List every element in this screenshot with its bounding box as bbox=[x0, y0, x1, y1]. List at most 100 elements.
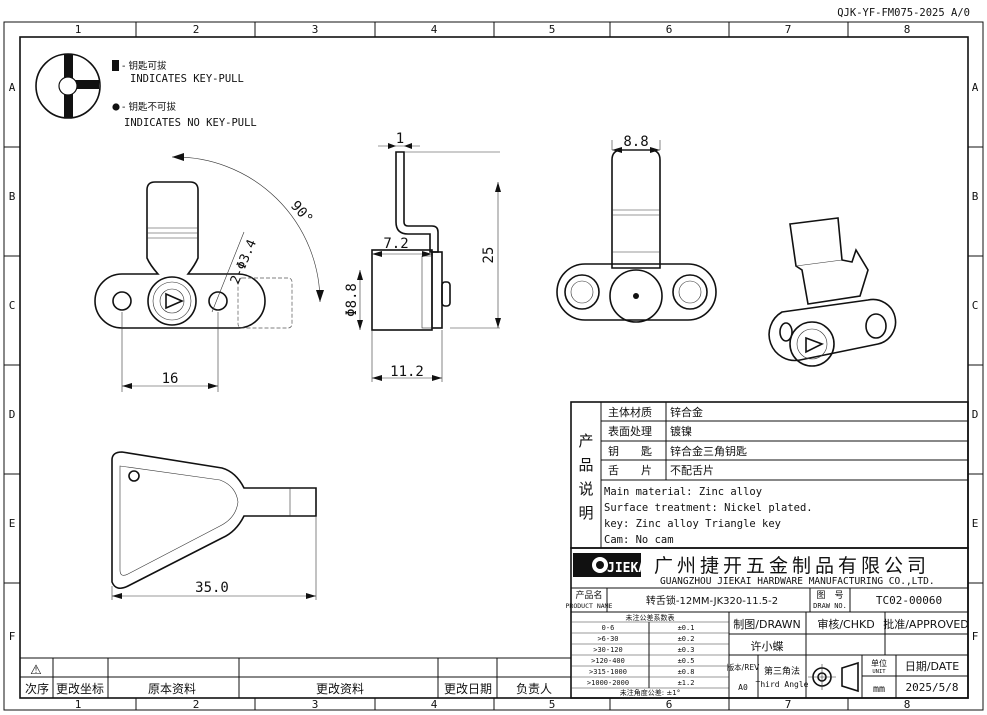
date-label: 日期/DATE bbox=[905, 660, 959, 673]
row-label-right: D bbox=[972, 408, 979, 421]
spec-side-label: 产 bbox=[578, 432, 593, 450]
spec-label: 舌 片 bbox=[608, 464, 652, 477]
projection-en: Third Angle bbox=[756, 680, 809, 689]
dim-length: 11.2 bbox=[390, 364, 424, 380]
dim-diameter: Φ8.8 bbox=[344, 283, 360, 317]
col-label-bottom: 2 bbox=[193, 698, 200, 711]
drawno-label-en: DRAW NO. bbox=[813, 602, 847, 610]
tolerance-range: >120-400 bbox=[591, 657, 625, 665]
spec-label: 主体材质 bbox=[608, 405, 652, 419]
side-cylinder-body bbox=[371, 249, 433, 331]
lock-cylinder-icon bbox=[147, 276, 197, 326]
tolerance-angle-note: 未注角度公差: ±1° bbox=[620, 688, 680, 697]
row-label-right: C bbox=[972, 299, 979, 312]
col-label-bottom: 5 bbox=[549, 698, 556, 711]
col-label-top: 3 bbox=[312, 23, 319, 36]
dim-angle: 90° bbox=[287, 198, 316, 228]
col-label-bottom: 8 bbox=[904, 698, 911, 711]
key-pull-marker-icon bbox=[64, 54, 73, 82]
key-pull-en: INDICATES KEY-PULL bbox=[130, 73, 244, 85]
key-ring-hole-icon bbox=[128, 470, 140, 482]
unit-value: mm bbox=[873, 684, 885, 695]
col-label-top: 6 bbox=[666, 23, 673, 36]
revision-header: 更改坐标 bbox=[56, 682, 104, 696]
rev-label: 版本/REV bbox=[727, 662, 760, 672]
spec-value: 镀镍 bbox=[670, 424, 692, 438]
col-label-top: 8 bbox=[904, 23, 911, 36]
col-label-top: 2 bbox=[193, 23, 200, 36]
tolerance-range: >30-120 bbox=[593, 646, 623, 654]
key-pull-cn: - 钥匙可拔 bbox=[122, 60, 167, 72]
col-label-top: 5 bbox=[549, 23, 556, 36]
row-label-right: B bbox=[972, 190, 979, 203]
row-label-right: F bbox=[972, 630, 979, 643]
product-name: 转舌锁-12MM-JK320-11.5-2 bbox=[646, 594, 778, 607]
key-pull-marker-icon bbox=[64, 90, 73, 118]
key-pull-marker-icon bbox=[71, 80, 99, 89]
revision-header: 更改日期 bbox=[444, 682, 492, 696]
col-label-top: 4 bbox=[431, 23, 438, 36]
company-logo-text: JIEKAI bbox=[607, 561, 654, 576]
tolerance-range: >315-1000 bbox=[589, 668, 627, 676]
isometric-view bbox=[768, 217, 897, 367]
spec-english: Cam: No cam bbox=[604, 534, 674, 546]
spec-value: 锌合金三角钥匙 bbox=[670, 444, 747, 458]
company-name-cn: 广州捷开五金制品有限公司 bbox=[654, 555, 930, 577]
revision-block: ⚠ 次序 更改坐标 原本资料 更改资料 更改日期 负责人 bbox=[20, 657, 571, 698]
row-label-left: E bbox=[9, 517, 16, 530]
drawing-number: TC02-00060 bbox=[876, 594, 942, 607]
unit-label-en: UNIT bbox=[872, 669, 886, 675]
tolerance-range: >1000-2000 bbox=[587, 679, 629, 687]
spec-english: Surface treatment: Nickel plated. bbox=[604, 502, 813, 514]
row-label-left: F bbox=[9, 630, 16, 643]
rear-hole-icon bbox=[672, 274, 708, 310]
key-view: 35.0 bbox=[111, 451, 317, 600]
spec-side-label: 说 bbox=[578, 480, 593, 498]
front-view: 90° 2-Φ3.4 16 bbox=[94, 153, 324, 392]
row-label-right: A bbox=[972, 81, 979, 94]
iso-keyhole-icon bbox=[805, 336, 824, 354]
unit-label-cn: 单位 bbox=[871, 658, 887, 668]
no-key-pull-en: INDICATES NO KEY-PULL bbox=[124, 117, 257, 129]
spec-side-label: 明 bbox=[578, 504, 593, 522]
date-value: 2025/5/8 bbox=[906, 681, 959, 694]
tolerance-value: ±0.2 bbox=[678, 635, 695, 643]
mount-hole-icon bbox=[112, 291, 132, 311]
triangle-keyhole-icon bbox=[165, 292, 184, 310]
dim-thickness: 1 bbox=[396, 131, 404, 147]
revision-header: 次序 bbox=[25, 681, 49, 696]
dim-key-length: 35.0 bbox=[195, 580, 229, 596]
spec-label: 钥 匙 bbox=[608, 444, 652, 458]
tolerance-header: 未注公差系数表 bbox=[626, 613, 675, 622]
row-label-left: B bbox=[9, 190, 16, 203]
title-block: JIEKAI 广州捷开五金制品有限公司 GUANGZHOU JIEKAI HAR… bbox=[566, 547, 969, 699]
spec-value: 不配舌片 bbox=[670, 464, 714, 477]
product-label-cn: 产品名 bbox=[575, 589, 602, 601]
grid-ticks bbox=[4, 22, 983, 710]
no-key-pull-dot-icon bbox=[112, 103, 120, 111]
product-label-en: PRODUCT NAME bbox=[566, 602, 613, 610]
rev-value: A0 bbox=[738, 683, 748, 692]
col-label-bottom: 7 bbox=[785, 698, 792, 711]
spec-english: Main material: Zinc alloy bbox=[604, 486, 762, 498]
revision-header: 负责人 bbox=[516, 682, 552, 696]
spec-english: key: Zinc alloy Triangle key bbox=[604, 518, 781, 530]
spec-value: 锌合金 bbox=[670, 405, 703, 419]
revision-header: 更改资料 bbox=[316, 682, 364, 696]
tolerance-range: >6-30 bbox=[597, 635, 618, 643]
tolerance-value: ±1.2 bbox=[678, 679, 695, 687]
key-pull-legend: - 钥匙可拔 INDICATES KEY-PULL - 钥匙不可拔 INDICA… bbox=[35, 53, 257, 129]
checked-label: 审核/CHKD bbox=[817, 617, 874, 631]
dim-width: 8.8 bbox=[623, 134, 648, 150]
drawn-by-name: 许小蝶 bbox=[751, 639, 784, 653]
dim-inner: 7.2 bbox=[383, 236, 408, 252]
rear-view: 8.8 bbox=[556, 134, 717, 323]
tolerance-value: ±0.5 bbox=[678, 657, 695, 665]
col-label-bottom: 6 bbox=[666, 698, 673, 711]
row-label-left: D bbox=[9, 408, 16, 421]
row-label-right: E bbox=[972, 517, 979, 530]
no-key-pull-cn: - 钥匙不可拔 bbox=[122, 101, 176, 113]
row-label-left: C bbox=[9, 299, 16, 312]
rear-hole-icon bbox=[564, 274, 600, 310]
